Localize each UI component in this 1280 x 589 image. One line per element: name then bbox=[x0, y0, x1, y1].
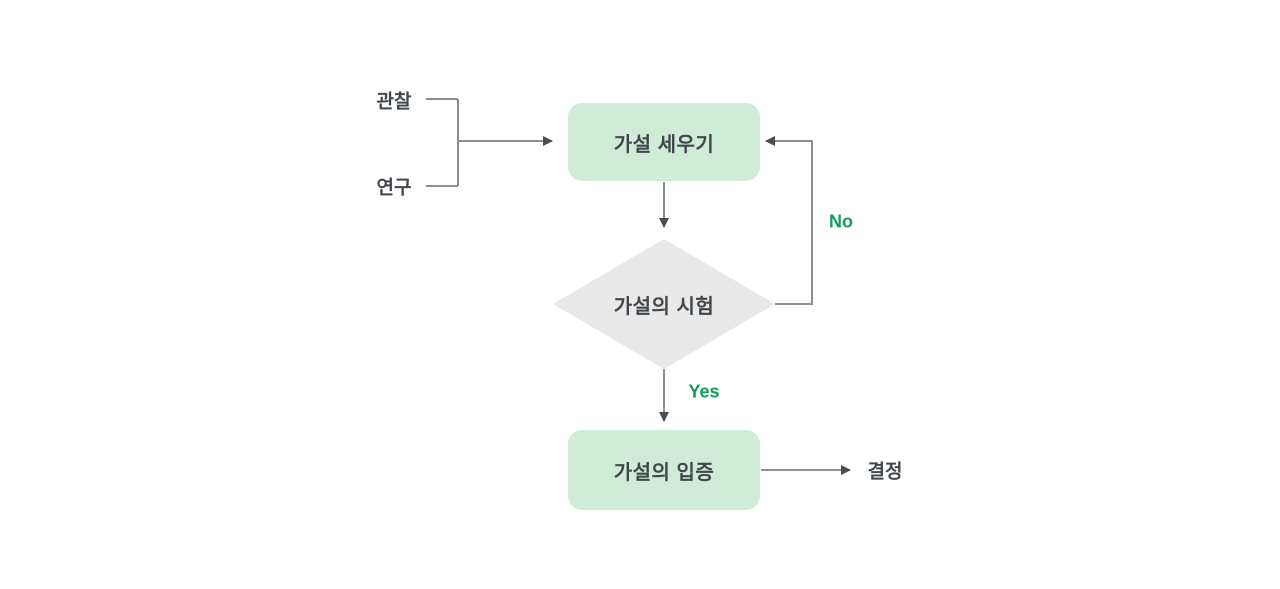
node-test-hypothesis-label: 가설의 시험 bbox=[613, 295, 715, 318]
node-verify-hypothesis: 가설의 입증 bbox=[568, 430, 760, 510]
input-bracket-line bbox=[426, 98, 459, 187]
input-label-research: 연구 bbox=[376, 177, 412, 199]
node-set-hypothesis: 가설 세우기 bbox=[568, 103, 760, 181]
edge-no-loop bbox=[765, 136, 813, 305]
output-label-decision: 결정 bbox=[867, 461, 903, 483]
node-set-hypothesis-label: 가설 세우기 bbox=[613, 133, 715, 156]
node-verify-hypothesis-label: 가설의 입증 bbox=[613, 461, 715, 484]
edge-label-yes: Yes bbox=[688, 381, 720, 402]
input-label-observation: 관찰 bbox=[376, 91, 412, 113]
edge-label-no: No bbox=[829, 211, 853, 232]
